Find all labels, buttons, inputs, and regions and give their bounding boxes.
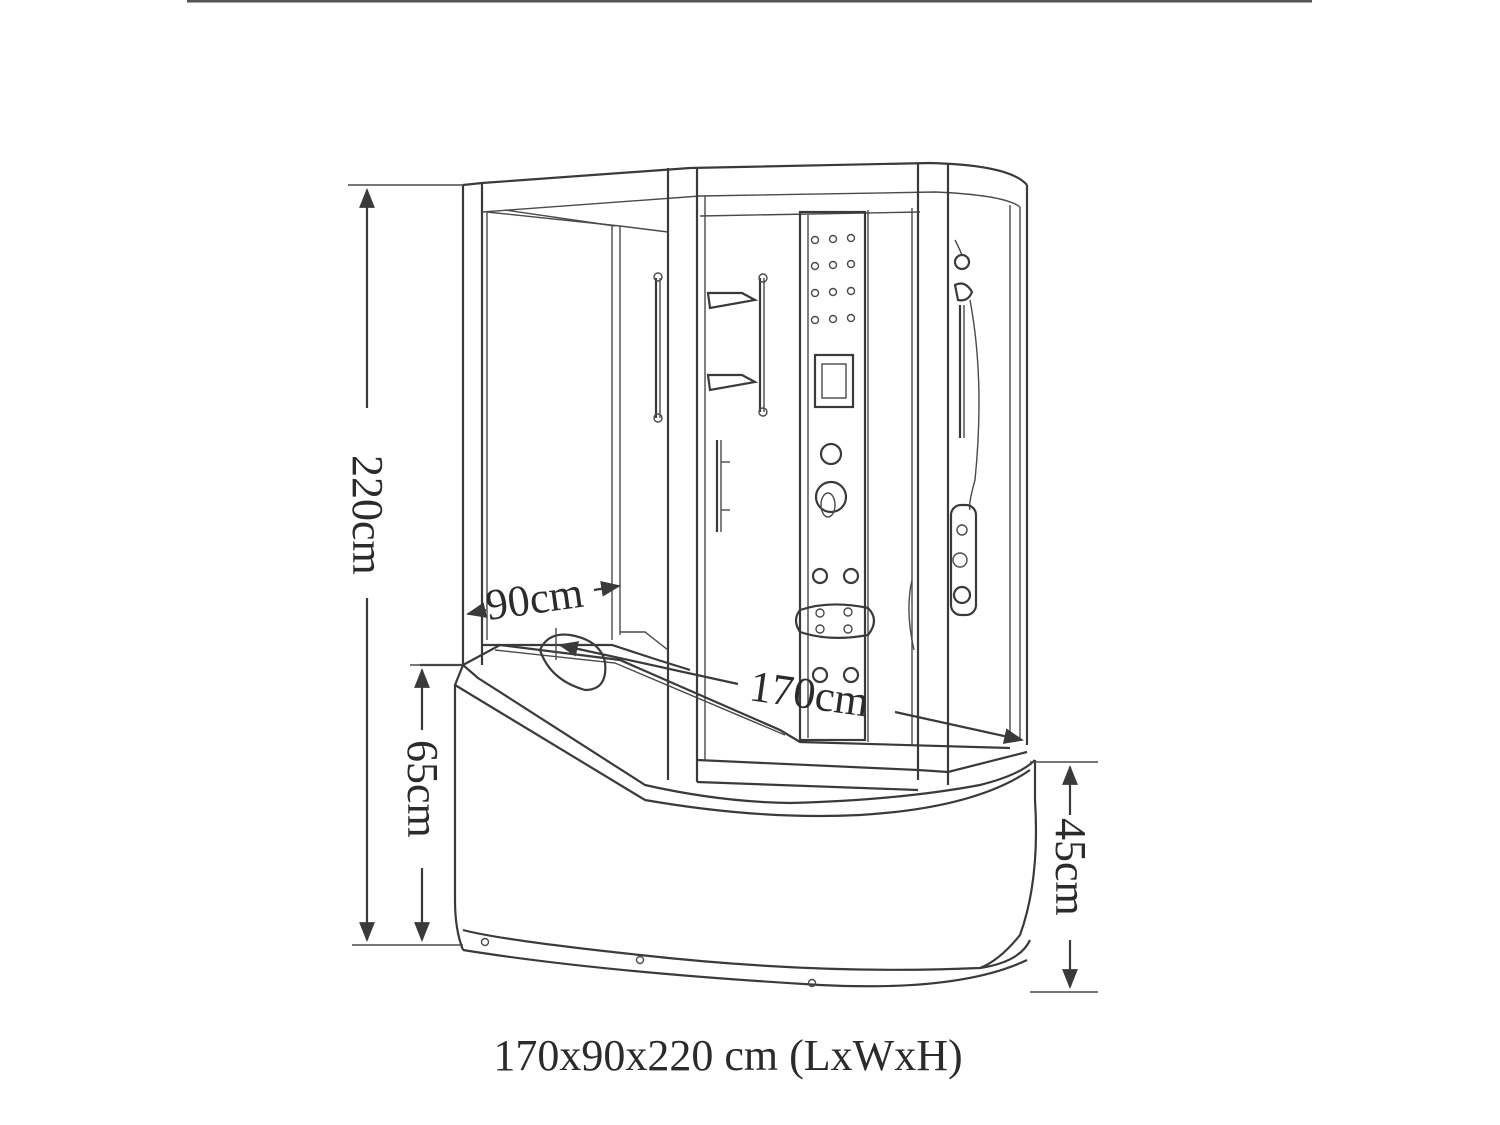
label-90cm: 90cm xyxy=(483,568,587,630)
label-45cm: 45cm xyxy=(1046,818,1095,916)
caption-dimensions: 170x90x220 cm (LxWxH) xyxy=(493,1031,962,1080)
label-65cm: 65cm xyxy=(398,740,447,838)
dimension-height-front: 45cm xyxy=(1030,761,1098,993)
dimension-length: 170cm xyxy=(555,628,1024,744)
dimension-width: 90cm xyxy=(466,568,621,630)
label-170cm: 170cm xyxy=(747,661,872,726)
dimension-height-total: 220cm xyxy=(343,184,463,946)
cabin-outline xyxy=(420,161,1038,988)
dimension-height-tub: 65cm xyxy=(398,664,463,942)
label-220cm: 220cm xyxy=(343,455,392,575)
